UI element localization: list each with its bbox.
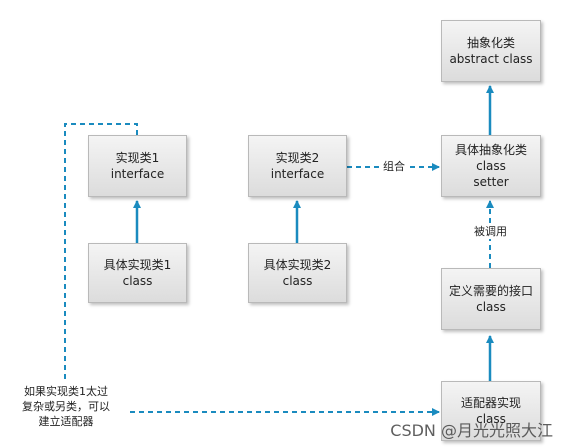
box-subtitle: setter: [473, 175, 509, 189]
watermark: CSDN @月光光照大江: [390, 421, 553, 440]
note-line: 建立适配器: [38, 415, 94, 428]
box-impl2: 实现类2 interface: [248, 135, 347, 197]
box-subtitle: interface: [270, 167, 325, 181]
box-subtitle: class: [476, 300, 506, 314]
box-subtitle: class: [122, 274, 153, 288]
box-title: 实现类2: [275, 151, 320, 165]
box-title: 具体实现类1: [103, 258, 172, 272]
box-title: 实现类1: [115, 151, 160, 165]
note-adapter-hint: 如果实现类1太过 复杂或另类，可以 建立适配器: [4, 384, 128, 429]
box-title: 定义需要的接口: [448, 284, 533, 298]
note-line: 如果实现类1太过: [24, 385, 108, 398]
box-concrete2: 具体实现类2 class: [248, 243, 347, 303]
box-subtitle: class: [476, 159, 506, 173]
label-compose: 组合: [380, 160, 408, 174]
box-subtitle: interface: [110, 167, 165, 181]
label-called: 被调用: [472, 225, 509, 239]
box-refined-abstraction: 具体抽象化类 class setter: [441, 135, 541, 197]
box-title: 适配器实现: [460, 396, 521, 410]
box-adapter: 适配器实现 class: [441, 381, 541, 441]
note-line: 复杂或另类，可以: [22, 400, 110, 413]
box-title: 抽象化类: [466, 36, 515, 50]
box-title: 具体抽象化类: [454, 143, 527, 157]
box-subtitle: class: [282, 274, 313, 288]
box-target-interface: 定义需要的接口 class: [441, 268, 541, 330]
link-impl1-to-note: [64, 123, 138, 383]
box-concrete1: 具体实现类1 class: [88, 243, 187, 303]
box-subtitle: class: [476, 412, 506, 426]
box-subtitle: abstract class: [449, 52, 533, 66]
box-abstract-class: 抽象化类 abstract class: [441, 20, 541, 82]
box-title: 具体实现类2: [263, 258, 332, 272]
box-impl1: 实现类1 interface: [88, 135, 187, 197]
